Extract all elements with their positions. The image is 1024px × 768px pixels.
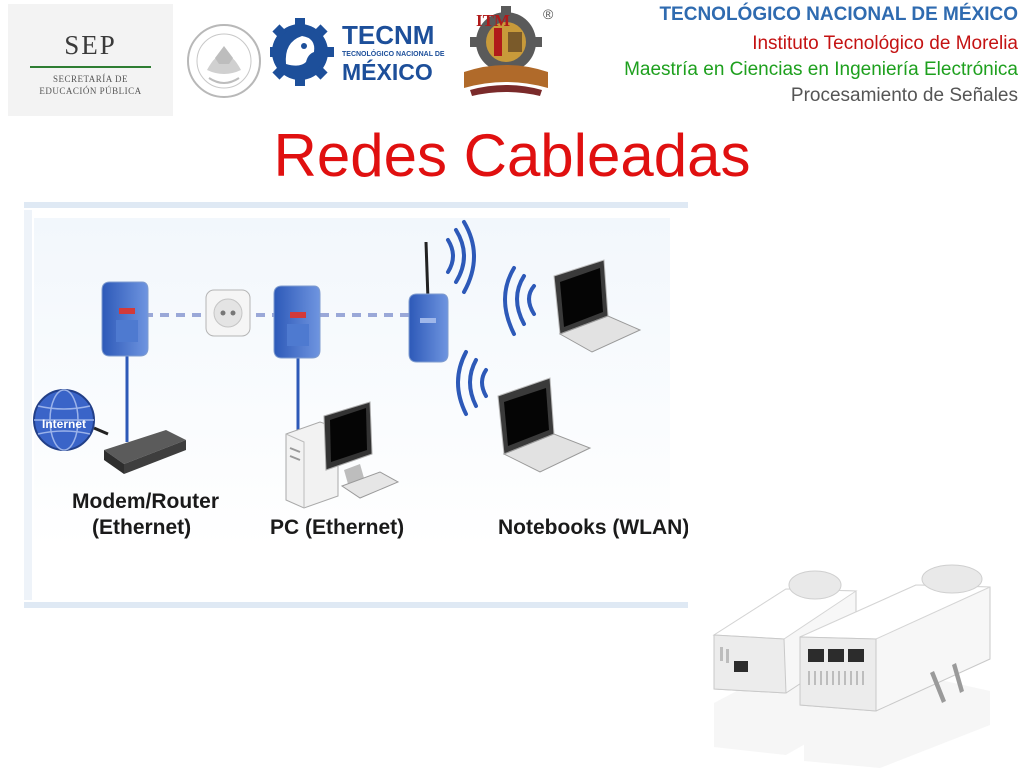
keyboard-icon (340, 471, 400, 499)
sep-logo-line2: EDUCACIÓN PÚBLICA (39, 86, 142, 96)
label-modem-router: Modem/Router (72, 490, 219, 513)
internet-globe-icon: Internet (33, 389, 95, 451)
sep-logo-word: SEP (64, 30, 117, 60)
powerline-adapters-photo (712, 564, 991, 768)
wifi-waves-laptop-2-icon (456, 350, 488, 416)
tecnm-gear-icon (270, 18, 334, 86)
sep-logo-line1: SECRETARÍA DE (52, 74, 129, 84)
modem-router-icon (104, 430, 186, 474)
internet-globe-label: Internet (42, 417, 86, 431)
label-pc: PC (Ethernet) (270, 516, 404, 539)
wifi-waves-laptop-1-icon (503, 266, 536, 336)
label-notebooks: Notebooks (WLAN) (498, 516, 688, 539)
sep-logo-divider (30, 66, 151, 68)
powerline-adapter-1-icon (101, 281, 149, 357)
registered-mark: ® (543, 6, 554, 22)
header-line-course: Procesamiento de Señales (790, 85, 1018, 106)
tecnm-logo-big: TECNM (342, 20, 434, 50)
powerline-adapter-2-icon (273, 285, 321, 359)
laptop-1-icon (553, 259, 642, 353)
wlan-powerline-adapter-icon (408, 241, 449, 363)
tecnm-logo-country: MÉXICO (342, 58, 433, 85)
header-line-institution: TECNOLÓGICO NACIONAL DE MÉXICO (659, 4, 1018, 25)
sep-logo: SEP SECRETARÍA DE EDUCACIÓN PÚBLICA (8, 4, 173, 116)
network-diagram: Internet (24, 202, 688, 608)
label-modem-router-type: (Ethernet) (92, 516, 191, 539)
pc-monitor-icon (323, 401, 373, 484)
slide-title: Redes Cableadas (273, 122, 751, 189)
laptop-2-icon (497, 377, 592, 473)
itm-logo: ITM (464, 6, 548, 96)
itm-logo-text: ITM (476, 11, 510, 30)
tecnm-logo: TECNM TECNOLÓGICO NACIONAL DE MÉXICO (270, 18, 445, 86)
mexico-seal-logo (187, 24, 261, 98)
wall-socket-icon (205, 289, 251, 337)
tecnm-logo-small: TECNOLÓGICO NACIONAL DE (342, 49, 445, 58)
adapter-large-icon (799, 564, 991, 712)
header-line-program: Maestría en Ciencias en Ingeniería Elect… (624, 59, 1018, 80)
header-line-campus: Instituto Tecnológico de Morelia (752, 33, 1018, 54)
ethernet-ports-icon (808, 649, 864, 662)
wifi-waves-adapter-icon (446, 220, 476, 294)
slide-header: SEP SECRETARÍA DE EDUCACIÓN PÚBLICA TECN… (0, 0, 1024, 122)
